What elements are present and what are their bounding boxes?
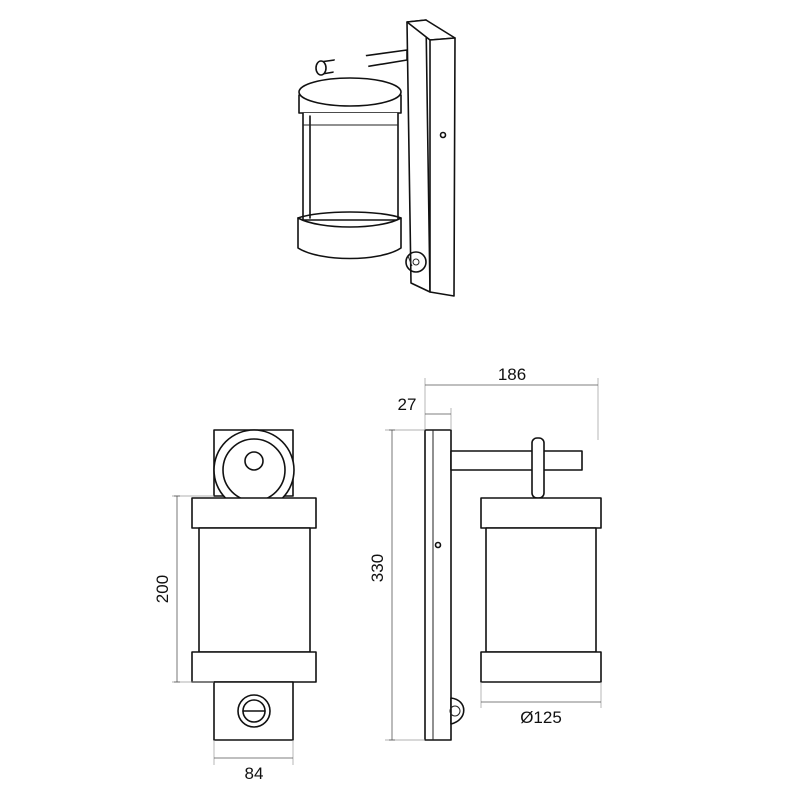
dim-label-84: 84 (245, 764, 264, 783)
dim-label-27: 27 (398, 395, 417, 414)
side-view (424, 429, 602, 741)
dim-label-200: 200 (153, 575, 172, 603)
dim-label-330: 330 (368, 554, 387, 582)
dim-label-186: 186 (498, 365, 526, 384)
front-view (191, 429, 317, 741)
iso-lantern (297, 77, 402, 260)
front-shade (198, 527, 311, 653)
side-backplate (424, 429, 452, 741)
side-dimensions (385, 378, 602, 741)
side-hook (531, 437, 545, 499)
side-top-band (480, 497, 602, 529)
front-dimensions (172, 495, 294, 765)
dim-label-diameter-125: Ø125 (520, 708, 562, 727)
iso-backplate (405, 19, 456, 297)
side-bottom-band (480, 651, 602, 683)
side-shade (485, 527, 597, 653)
side-arm (450, 450, 583, 471)
front-top-band (191, 497, 317, 529)
front-bottom-band (191, 651, 317, 683)
iso-sensor-icon (405, 251, 427, 273)
side-sensor-icon (450, 697, 465, 725)
isometric-view (297, 19, 456, 297)
